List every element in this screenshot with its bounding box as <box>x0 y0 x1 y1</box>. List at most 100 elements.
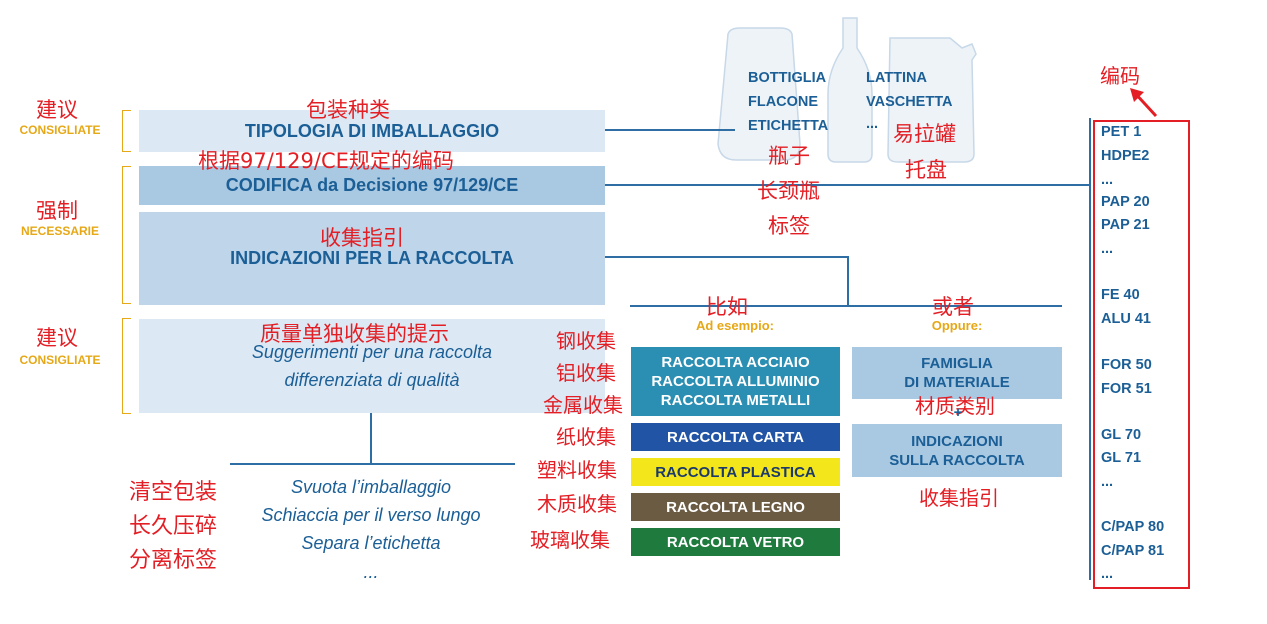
example-label: Ad esempio: <box>695 318 774 333</box>
bracket-mandatory <box>122 166 131 304</box>
code-2: ... <box>1101 172 1114 188</box>
packaging-silhouettes <box>717 17 977 163</box>
advised-bottom-cn: 建议 <box>36 326 78 350</box>
arrow-icon <box>1130 88 1158 118</box>
code-14: C/PAP 81 <box>1101 543 1165 559</box>
collection-carta: RACCOLTA CARTA <box>631 423 840 451</box>
indicazioni-alt-cn: 收集指引 <box>919 486 999 510</box>
coll-cn-plastic: 塑料收集 <box>537 458 617 482</box>
code-0: PET 1 <box>1101 124 1142 140</box>
bracket-bottom <box>122 318 131 414</box>
code-10: GL 70 <box>1101 427 1142 443</box>
advised-bottom-label: CONSIGLIATE <box>19 353 101 367</box>
collection-metals: RACCOLTA METALLI <box>660 392 811 409</box>
collection-steel: RACCOLTA ACCIAIO <box>661 354 810 371</box>
collection-carta-label: RACCOLTA CARTA <box>667 428 804 446</box>
famiglia-line1: FAMIGLIA <box>921 355 993 372</box>
pkg-col2-2: ... <box>866 116 879 132</box>
tip-it-1: Schiaccia per il verso lungo <box>261 505 481 525</box>
famiglia-box: FAMIGLIA DI MATERIALE <box>852 347 1062 399</box>
tipologia-box <box>139 110 605 152</box>
pkg-cn-label: 标签 <box>768 214 810 238</box>
suggerimenti-cn: 质量单独收集的提示 <box>260 322 449 346</box>
tip-it-3: ... <box>363 562 379 582</box>
coll-cn-wood: 木质收集 <box>537 492 617 516</box>
tip-cn-2: 分离标签 <box>129 548 218 573</box>
tipologia-title: TIPOLOGIA DI IMBALLAGGIO <box>244 121 500 141</box>
tip-it-0: Svuota l’imballaggio <box>290 477 452 497</box>
example-cn: 比如 <box>706 295 748 319</box>
pkg-cn-flask: 长颈瓶 <box>757 179 820 203</box>
codes-highlight-frame <box>1093 120 1190 589</box>
suggerimenti-box <box>139 319 605 413</box>
line-codes-v <box>1089 118 1091 580</box>
indicazioni-cn: 收集指引 <box>320 226 404 250</box>
code-6: FE 40 <box>1101 287 1140 303</box>
pkg-cn-bottle: 瓶子 <box>768 144 810 168</box>
indicazioni-alt-line2: SULLA RACCOLTA <box>889 451 1025 469</box>
pkg-col1-2: ETICHETTA <box>748 118 829 134</box>
collection-aluminium: RACCOLTA ALLUMINIO <box>651 373 820 390</box>
line-suggest-v <box>370 413 372 463</box>
codifica-box <box>139 166 605 205</box>
tipologia-cn: 包装种类 <box>306 98 390 122</box>
pkg-col1-0: BOTTIGLIA <box>748 70 827 86</box>
line-suggest-h <box>230 463 515 465</box>
pkg-col2-1: VASCHETTA <box>866 94 953 110</box>
coll-cn-aluminium: 铝收集 <box>556 361 616 385</box>
famiglia-line2: DI MATERIALE <box>904 374 1010 391</box>
line-indicazioni-h <box>605 256 848 258</box>
tip-it-2: Separa l’etichetta <box>301 533 441 553</box>
code-13: C/PAP 80 <box>1101 519 1165 535</box>
indicazioni-alt-line1: INDICAZIONI <box>911 432 1003 450</box>
plus-sign: + <box>953 404 963 421</box>
line-indicazioni-v <box>847 256 849 306</box>
collection-vetro: RACCOLTA VETRO <box>631 528 840 556</box>
indicazioni-alt-box: INDICAZIONI SULLA RACCOLTA <box>852 424 1062 477</box>
coll-cn-paper: 纸收集 <box>556 425 616 449</box>
code-4: PAP 21 <box>1101 217 1150 233</box>
collection-legno-label: RACCOLTA LEGNO <box>666 498 805 516</box>
tip-cn-1: 长久压碎 <box>129 514 218 539</box>
tip-cn-0: 清空包装 <box>129 480 218 505</box>
collection-plastica: RACCOLTA PLASTICA <box>631 458 840 486</box>
pkg-cn-can: 易拉罐 <box>893 122 956 146</box>
mandatory-cn: 强制 <box>36 199 78 223</box>
code-11: GL 71 <box>1101 450 1142 466</box>
line-tipologia <box>605 129 735 131</box>
collection-metal-box: RACCOLTA ACCIAIO RACCOLTA ALLUMINIO RACC… <box>631 347 840 416</box>
coll-cn-glass: 玻璃收集 <box>530 528 610 552</box>
code-12: ... <box>1101 474 1114 490</box>
codifica-title: CODIFICA da Decisione 97/129/CE <box>225 175 519 195</box>
collection-legno: RACCOLTA LEGNO <box>631 493 840 521</box>
code-7: ALU 41 <box>1101 311 1151 327</box>
collection-vetro-label: RACCOLTA VETRO <box>666 533 805 551</box>
code-9: FOR 51 <box>1101 381 1152 397</box>
code-1: HDPE2 <box>1101 148 1150 164</box>
advised-top-cn: 建议 <box>36 98 78 122</box>
suggerimenti-line1: Suggerimenti per una raccolta <box>251 342 493 362</box>
code-3: PAP 20 <box>1101 194 1150 210</box>
codes-header-cn: 编码 <box>1100 64 1140 88</box>
code-8: FOR 50 <box>1101 357 1152 373</box>
code-15: ... <box>1101 566 1114 582</box>
famiglia-cn: 材质类别 <box>915 394 995 418</box>
mandatory-label: NECESSARIE <box>20 224 100 238</box>
alt-cn: 或者 <box>932 295 974 319</box>
indicazioni-box <box>139 212 605 305</box>
pkg-cn-tray: 托盘 <box>905 158 947 182</box>
line-options <box>630 305 1062 307</box>
bracket-top <box>122 110 131 152</box>
coll-cn-metal: 金属收集 <box>543 393 623 417</box>
collection-plastica-label: RACCOLTA PLASTICA <box>655 463 816 481</box>
code-5: ... <box>1101 241 1114 257</box>
line-codifica <box>605 184 1090 186</box>
pkg-col2-0: LATTINA <box>866 70 927 86</box>
indicazioni-title: INDICAZIONI PER LA RACCOLTA <box>230 248 514 268</box>
coll-cn-steel: 钢收集 <box>556 329 616 353</box>
suggerimenti-line2: differenziata di qualità <box>284 370 460 390</box>
codifica-cn: 根据97/129/CE规定的编码 <box>198 149 454 173</box>
alt-label: Oppure: <box>931 318 983 333</box>
advised-top-label: CONSIGLIATE <box>19 123 101 137</box>
pkg-col1-1: FLACONE <box>748 94 819 110</box>
